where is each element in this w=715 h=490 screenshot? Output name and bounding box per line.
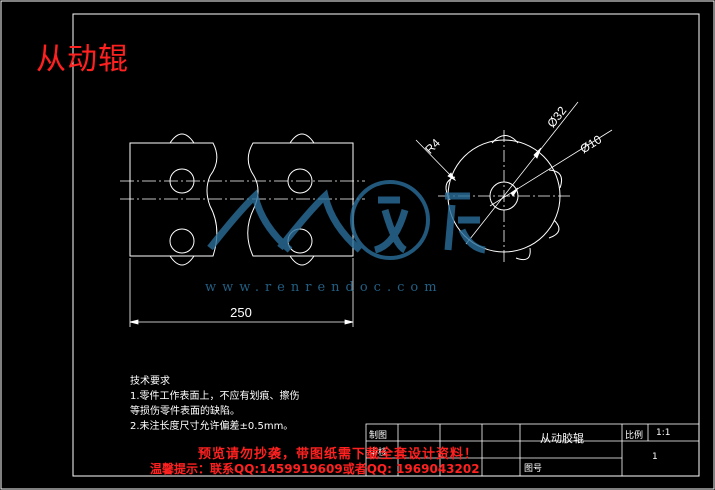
dimension-length-text: 250 xyxy=(230,305,252,320)
watermark-url: www.renrendoc.com xyxy=(205,280,443,295)
title-block-scale-label: 比例 xyxy=(625,431,644,441)
technical-requirements-line-3: 2.未注长度尺寸允许偏差±0.5mm。 xyxy=(130,421,294,432)
technical-requirements-line-1: 1.零件工作表面上，不应有划痕、擦伤 xyxy=(130,391,300,402)
dimension-inner-diameter-text: Ø10 xyxy=(578,132,605,156)
technical-requirements: 技术要求 1.零件工作表面上，不应有划痕、擦伤 等损伤零件表面的缺陷。 2.未注… xyxy=(130,374,300,434)
title-block-sheet: 1 xyxy=(652,452,658,462)
watermark-logo xyxy=(207,180,486,260)
title-block-part-name: 从动胶辊 xyxy=(540,432,584,445)
drawing-title: 从动辊 xyxy=(36,42,129,77)
end-view-leaders xyxy=(415,101,613,245)
title-block-reviewed-by: 审核 xyxy=(369,448,388,458)
title-block-scale-value: 1:1 xyxy=(656,428,671,438)
dimension-length xyxy=(129,258,354,327)
title-block xyxy=(365,423,700,477)
technical-requirements-heading: 技术要求 xyxy=(130,376,170,387)
watermark-notice-2: 温馨提示：联系QQ:1459919609或者QQ: 1969043202 xyxy=(150,462,480,476)
dimension-outer-diameter-text: Ø32 xyxy=(544,104,569,131)
title-block-material: 图号 xyxy=(524,464,543,474)
title-block-drawn-by: 制图 xyxy=(369,431,388,441)
watermark-notice-1: 预览请勿抄袭，带图纸需下载全套设计资料！ xyxy=(198,447,479,462)
dimension-radius-text: R4 xyxy=(422,136,443,157)
technical-requirements-line-2: 等损伤零件表面的缺陷。 xyxy=(130,406,240,417)
